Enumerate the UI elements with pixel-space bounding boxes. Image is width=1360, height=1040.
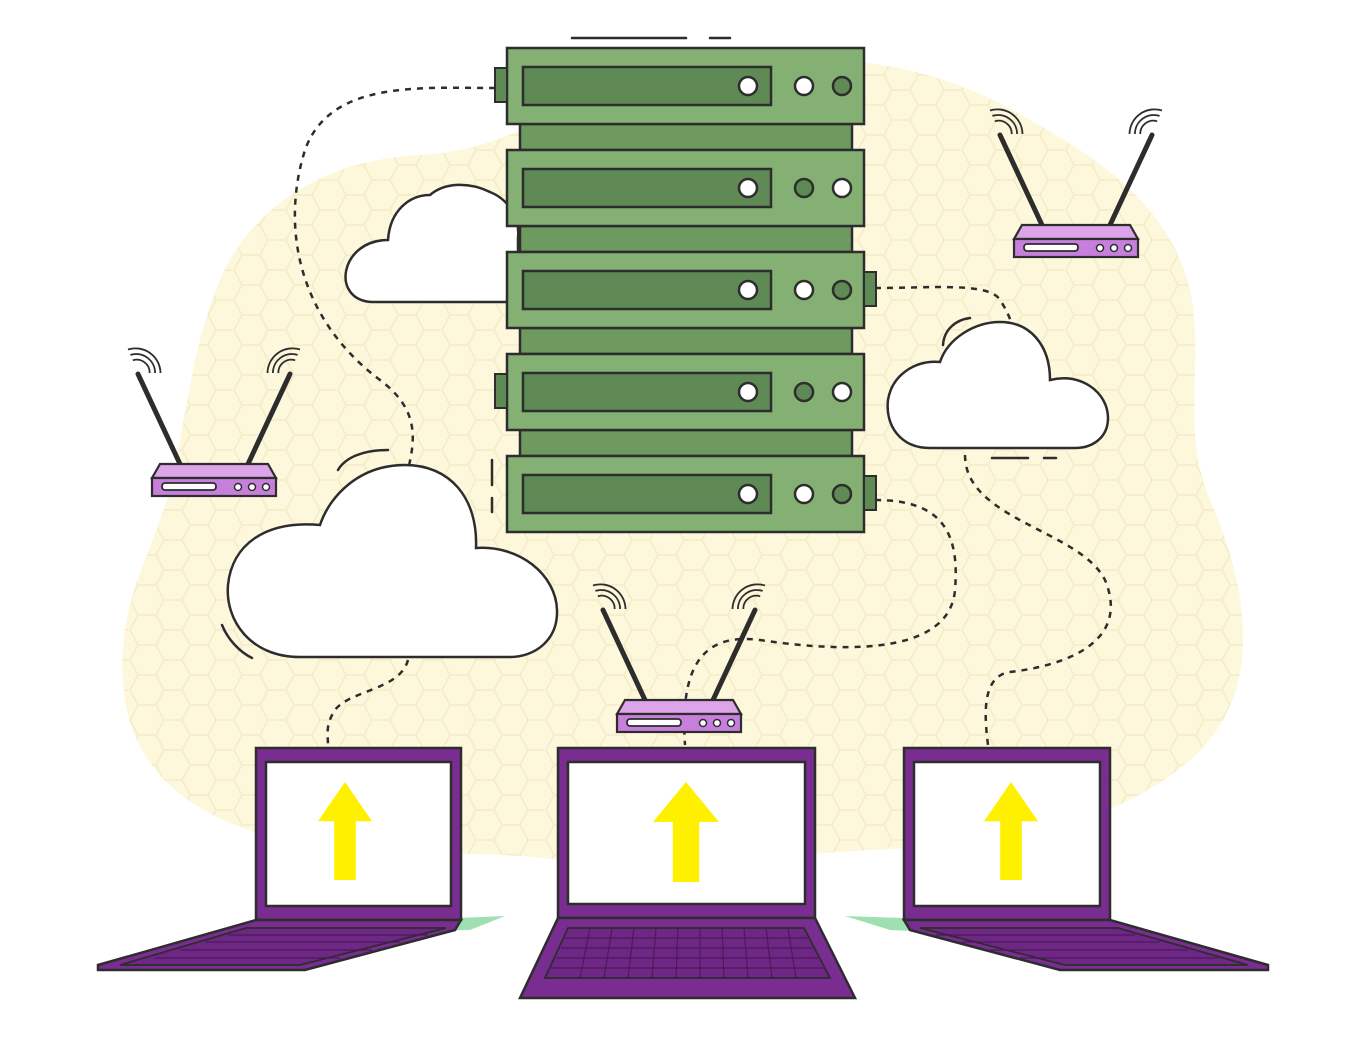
status-light-icon <box>793 483 815 505</box>
wifi-signal-icon <box>731 583 766 610</box>
cloud-icon <box>886 320 1110 450</box>
cloud-icon <box>226 463 559 659</box>
status-light-icon <box>831 483 853 505</box>
status-light-icon <box>737 75 759 97</box>
wifi-signal-icon <box>1128 108 1163 135</box>
wifi-signal-icon <box>592 583 627 610</box>
decorative-dashes <box>220 36 1058 660</box>
status-light-icon <box>831 75 853 97</box>
status-light-icon <box>737 483 759 505</box>
router-group <box>127 108 1163 734</box>
keyboard-icon <box>551 927 823 979</box>
status-light-icon <box>737 279 759 301</box>
wifi-router-icon <box>127 347 301 498</box>
server-unit <box>505 454 877 534</box>
wifi-router-icon <box>592 583 766 734</box>
laptop-icon <box>96 746 505 972</box>
status-light-icon <box>831 381 853 403</box>
status-light-icon <box>793 75 815 97</box>
server-rack-icon <box>494 46 877 534</box>
status-light-icon <box>831 279 853 301</box>
server-unit <box>494 352 866 458</box>
connection-big-cloud-to-left-laptop <box>326 659 410 746</box>
wifi-router-icon <box>989 108 1163 259</box>
connection-server-to-center-laptop <box>683 498 957 746</box>
keyboard-icon <box>936 934 1218 959</box>
status-light-icon <box>737 177 759 199</box>
upload-arrow-icon <box>318 782 372 880</box>
connection-lines <box>293 86 1113 746</box>
laptop-icon <box>518 746 858 1000</box>
status-light-icon <box>793 177 815 199</box>
status-light-icon <box>831 177 853 199</box>
status-light-icon <box>793 279 815 301</box>
status-light-icon <box>737 381 759 403</box>
upload-arrow-icon <box>653 782 719 882</box>
status-light-icon <box>793 381 815 403</box>
wifi-signal-icon <box>266 347 301 374</box>
keyboard-icon <box>155 934 428 959</box>
wifi-signal-icon <box>989 108 1024 135</box>
server-unit <box>494 46 866 152</box>
connection-server-to-right-cloud <box>874 285 1017 336</box>
connection-server-to-left-cloud <box>293 86 496 471</box>
laptop-group <box>96 746 1270 1000</box>
laptop-icon <box>845 746 1270 972</box>
server-unit <box>505 250 877 356</box>
wifi-signal-icon <box>127 347 162 374</box>
server-unit <box>505 148 866 254</box>
cloud-group <box>226 183 1110 659</box>
upload-arrow-icon <box>984 782 1038 880</box>
